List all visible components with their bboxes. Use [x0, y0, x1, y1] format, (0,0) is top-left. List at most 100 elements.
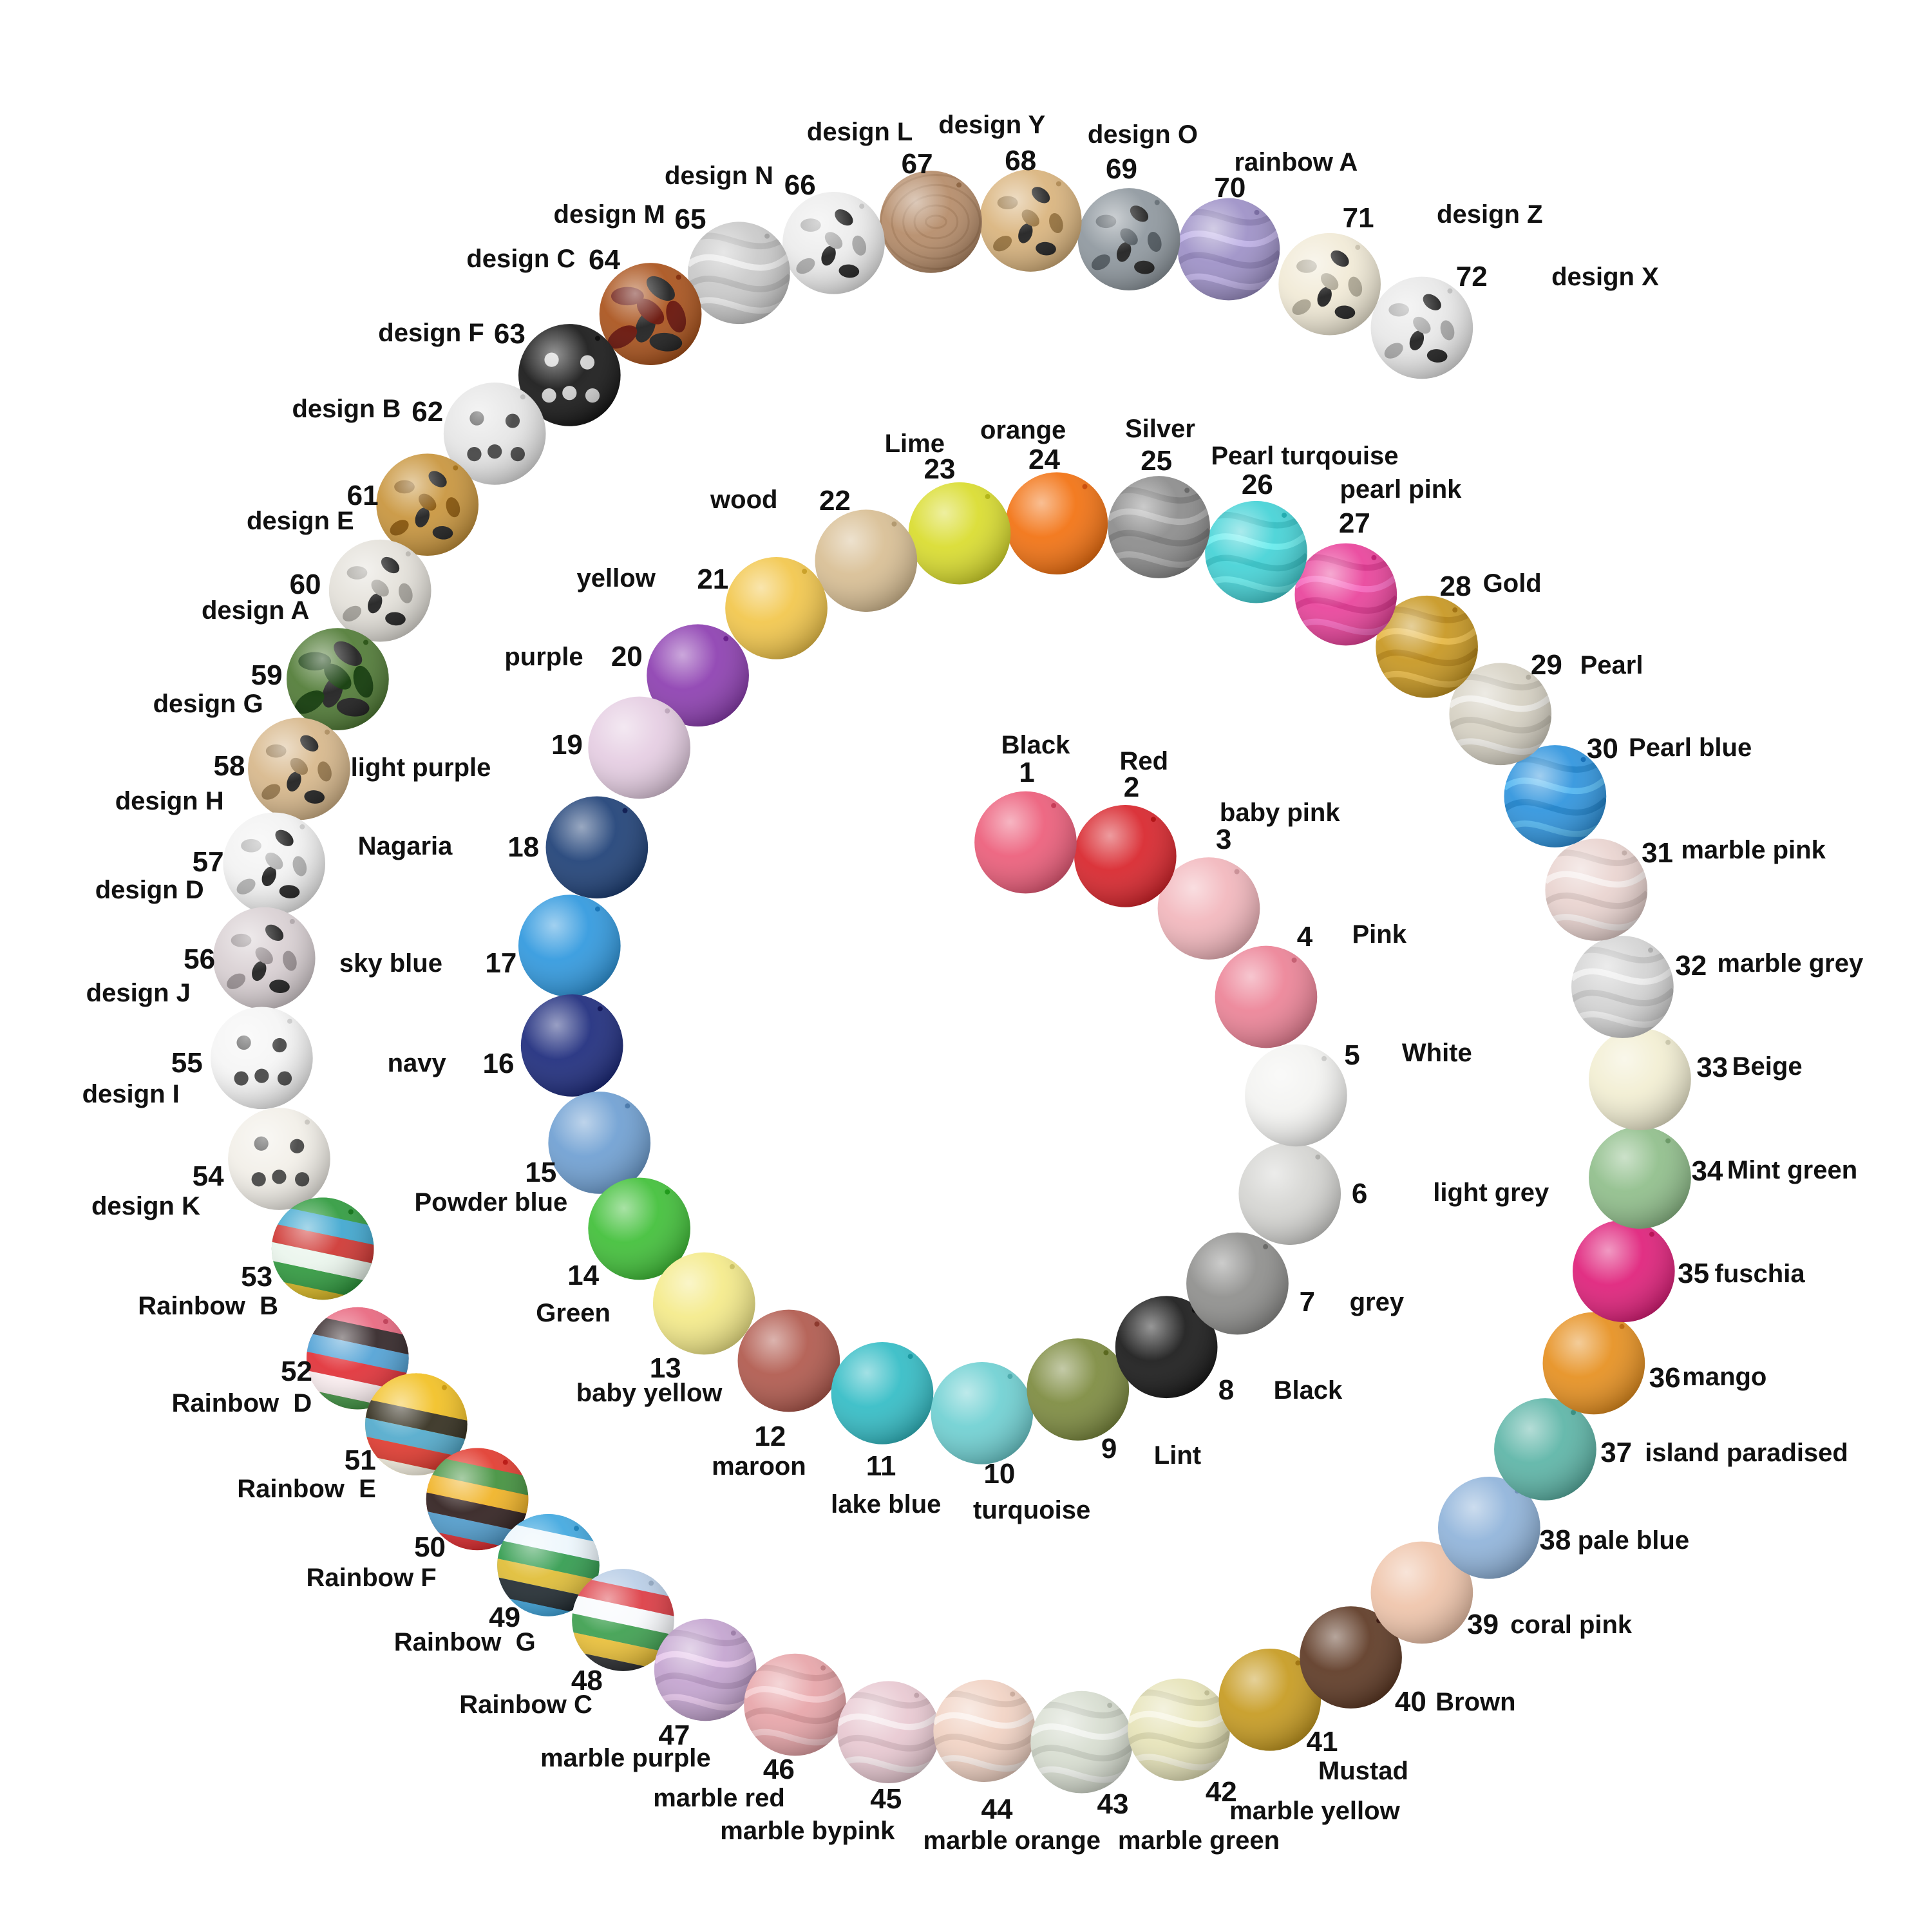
bead-shine [223, 812, 326, 915]
bead-color-name: Black [1001, 731, 1070, 760]
bead-shine [1115, 1296, 1218, 1399]
bead-18 [545, 796, 649, 899]
bead-color-name: yellow [576, 564, 656, 592]
bead-43 [1030, 1690, 1133, 1794]
bead-hole [597, 1006, 603, 1012]
bead-color-name: Gold [1482, 569, 1542, 598]
bead-54 [228, 1108, 330, 1210]
bead-number: 55 [171, 1046, 203, 1079]
bead-color-name: Rainbow F [306, 1563, 437, 1592]
bead-color-name: marble grey [1717, 949, 1864, 978]
bead-24 [1005, 472, 1108, 575]
bead-hole [649, 1580, 654, 1586]
bead-shine [1376, 595, 1478, 698]
bead-number: 66 [784, 169, 816, 202]
bead-number: 53 [241, 1261, 273, 1293]
bead-color-name: Rainbow E [237, 1475, 376, 1504]
bead-number: 51 [344, 1444, 376, 1476]
bead-hole [1526, 674, 1531, 680]
bead-color-name: light purple [350, 753, 491, 782]
bead-color-name: design F [378, 318, 484, 347]
bead-shine [287, 628, 389, 730]
bead-number: 70 [1214, 172, 1246, 204]
bead-hole [859, 204, 865, 209]
bead-number: 35 [1678, 1257, 1710, 1289]
bead-color-name: wood [710, 485, 778, 514]
bead-shine [1218, 1649, 1321, 1751]
bead-color-name: design L [806, 118, 913, 147]
bead-shine [520, 994, 623, 1097]
bead-number: 20 [611, 640, 643, 672]
bead-number: 13 [649, 1352, 681, 1384]
bead-37 [1494, 1398, 1596, 1501]
bead-20 [647, 624, 749, 727]
bead-hole [1321, 1056, 1327, 1061]
bead-color-name: design K [91, 1192, 200, 1221]
bead-hole [1622, 850, 1627, 856]
bead-color-name: marble purple [540, 1744, 711, 1773]
bead-number: 47 [658, 1719, 690, 1752]
bead-61 [376, 453, 479, 556]
bead-hole [453, 465, 459, 471]
bead-number: 10 [983, 1458, 1016, 1490]
bead-53 [271, 1197, 374, 1300]
bead-number: 69 [1106, 153, 1137, 185]
bead-35 [1572, 1220, 1675, 1323]
bead-shine [974, 791, 1077, 894]
bead-shine [1504, 745, 1607, 848]
bead-color-name: light grey [1433, 1178, 1549, 1207]
bead-shine [815, 509, 918, 612]
bead-shine [652, 1252, 755, 1355]
bead-hole [1082, 484, 1088, 489]
bead-14 [588, 1177, 690, 1280]
bead-hole [665, 1189, 670, 1195]
bead-shine [328, 539, 431, 642]
bead-shine [1027, 1338, 1130, 1441]
bead-72 [1370, 276, 1473, 379]
bead-shine [545, 796, 649, 899]
bead-number: 50 [414, 1531, 446, 1564]
bead-number: 72 [1455, 260, 1488, 292]
bead-color-name: pale blue [1577, 1526, 1690, 1555]
bead-number: 49 [489, 1601, 521, 1633]
bead-hole [502, 1459, 508, 1465]
bead-46 [744, 1653, 846, 1756]
bead-color-name: design G [153, 690, 263, 719]
bead-color-name: baby yellow [576, 1379, 723, 1408]
bead-hole [305, 1119, 310, 1125]
bead-number: 27 [1338, 507, 1370, 539]
bead-shine [1370, 1541, 1473, 1644]
bead-shine [1494, 1398, 1596, 1501]
bead-8 [1115, 1296, 1218, 1399]
bead-shine [213, 907, 316, 1010]
bead-color-name: coral pink [1510, 1611, 1633, 1640]
bead-color-name: pearl pink [1340, 475, 1462, 504]
bead-color-name: Lint [1153, 1441, 1202, 1470]
bead-hole [405, 551, 411, 557]
bead-hole [1051, 802, 1057, 808]
bead-shine [1238, 1142, 1341, 1245]
bead-number: 15 [525, 1156, 557, 1188]
bead-number: 68 [1005, 144, 1037, 176]
bead-hole [1204, 1690, 1210, 1696]
bead-55 [211, 1007, 313, 1110]
bead-color-name: Brown [1435, 1688, 1516, 1717]
bead-shine [1370, 276, 1473, 379]
bead-hole [1355, 245, 1361, 251]
bead-68 [979, 169, 1082, 272]
bead-number: 6 [1351, 1177, 1368, 1209]
bead-number: 48 [571, 1665, 603, 1697]
bead-color-name: design M [553, 200, 665, 229]
bead-shine [588, 696, 690, 799]
bead-shine [647, 624, 749, 727]
bead-number: 33 [1696, 1052, 1728, 1084]
bead-number: 9 [1101, 1433, 1117, 1465]
bead-number: 38 [1539, 1524, 1571, 1556]
bead-shine [831, 1341, 934, 1444]
bead-color-name: Rainbow D [171, 1388, 312, 1417]
bead-color-name: Pink [1352, 920, 1406, 949]
bead-color-name: maroon [712, 1452, 806, 1481]
bead-number: 19 [551, 729, 583, 761]
